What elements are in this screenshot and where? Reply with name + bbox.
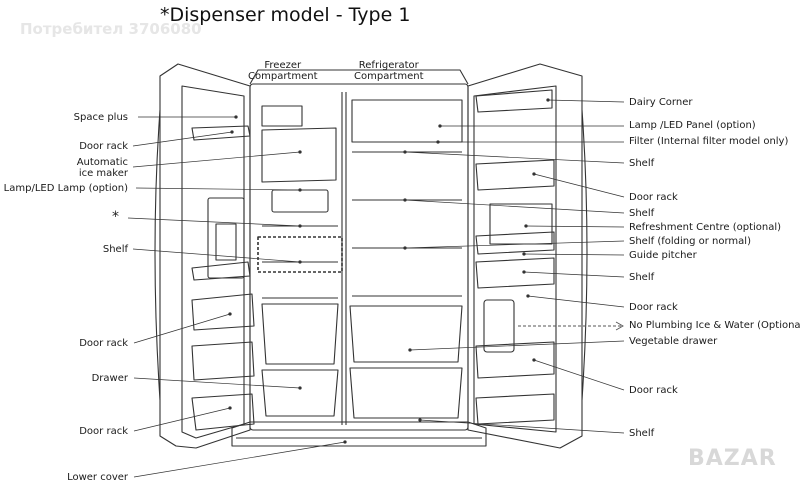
label-door-rack-right-1: Door rack [629, 192, 678, 203]
label-dairy-corner: Dairy Corner [629, 97, 693, 108]
label-refreshment-centre: Refreshment Centre (optional) [629, 222, 782, 233]
ice-maker-line2: ice maker [78, 168, 128, 179]
label-door-rack-right-2: Door rack [629, 302, 678, 313]
diagram-title: *Dispenser model - Type 1 [160, 4, 411, 26]
refreshment-centre [489, 203, 553, 245]
label-door-rack-right-3: Door rack [629, 385, 678, 396]
label-filter: Filter (Internal filter model only) [629, 136, 789, 147]
label-automatic-ice-maker: Automatic ice maker [77, 157, 128, 179]
label-drawer: Drawer [91, 373, 128, 384]
refrigerator-label-line2: Compartment [354, 71, 424, 82]
label-shelf-left: Shelf [102, 244, 128, 255]
control-panel [351, 99, 463, 143]
freezer-drawer-top [261, 303, 339, 365]
vegetable-drawer-top [349, 305, 463, 363]
label-no-plumbing: No Plumbing Ice & Water (Optional) [629, 320, 800, 331]
ice-maker-line1: Automatic [76, 157, 128, 168]
label-shelf-right-4: Shelf [629, 428, 655, 439]
right-door [467, 63, 583, 449]
pitcher [483, 299, 515, 353]
refrigerator-label-line1: Refrigerator [358, 60, 419, 71]
left-door [159, 63, 251, 449]
label-door-rack-left-1: Door rack [79, 141, 128, 152]
label-shelf-right-3: Shelf [629, 272, 655, 283]
base-outline [231, 421, 487, 447]
label-lower-cover: Lower cover [67, 472, 128, 483]
label-asterisk: * [112, 209, 119, 225]
label-door-rack-left-3: Door rack [79, 426, 128, 437]
label-shelf-right-1: Shelf [629, 158, 655, 169]
label-lamp-led-lamp: Lamp/LED Lamp (option) [3, 183, 128, 194]
highlighted-shelf-box [257, 236, 343, 273]
freezer-compartment-label: Freezer Compartment [248, 60, 318, 82]
freezer-label-line1: Freezer [264, 60, 302, 71]
cabinet-outline [249, 83, 469, 431]
label-door-rack-left-2: Door rack [79, 338, 128, 349]
freezer-drawer-bottom [261, 369, 339, 417]
label-vegetable-drawer: Vegetable drawer [629, 336, 718, 347]
freezer-label-line2: Compartment [248, 71, 318, 82]
label-guide-pitcher: Guide pitcher [629, 250, 697, 261]
ice-maker [271, 189, 329, 213]
label-space-plus: Space plus [73, 112, 128, 123]
label-shelf-folding: Shelf (folding or normal) [629, 236, 751, 247]
bazar-logo: BAZAR [688, 446, 777, 471]
refrigerator-compartment-label: Refrigerator Compartment [354, 60, 424, 82]
watermark: Потребител 3706080 [20, 20, 202, 38]
label-lamp-led-panel: Lamp /LED Panel (option) [629, 120, 756, 131]
vegetable-drawer-bottom [349, 367, 463, 419]
label-shelf-right-2: Shelf [629, 208, 655, 219]
